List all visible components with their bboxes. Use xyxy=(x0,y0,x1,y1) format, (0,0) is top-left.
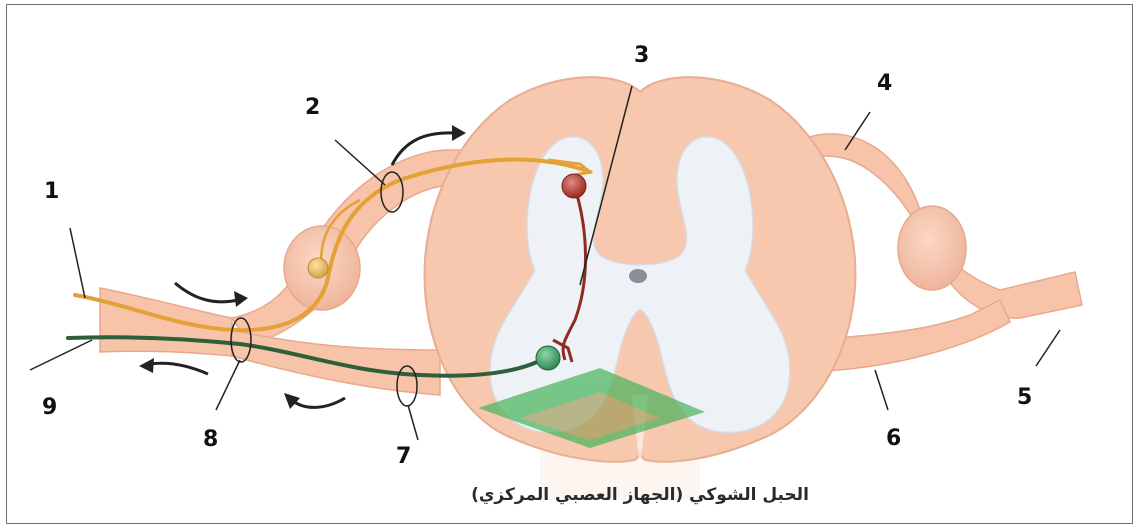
label-3: 3 xyxy=(634,43,649,68)
leader-line-9 xyxy=(30,340,92,370)
motor-cell-body xyxy=(536,346,560,370)
label-9: 9 xyxy=(42,395,57,420)
arrow-sensory-incoming xyxy=(175,283,248,307)
label-4: 4 xyxy=(877,71,892,96)
leader-line-6 xyxy=(875,370,888,410)
label-7: 7 xyxy=(396,444,411,469)
label-8: 8 xyxy=(203,427,218,452)
leader-line-1 xyxy=(70,228,85,298)
right-dorsal-root-ganglion xyxy=(898,206,966,290)
central-canal xyxy=(629,269,647,283)
arrow-motor-outgoing xyxy=(139,358,208,374)
leader-line-2 xyxy=(335,140,385,185)
figure-caption: الحبل الشوكي (الجهاز العصبي المركزي) xyxy=(471,485,809,505)
interneuron-cell-body xyxy=(562,174,586,198)
leader-line-8 xyxy=(216,360,240,410)
sensory-cell-body xyxy=(308,258,328,278)
arrow-motor-lower xyxy=(284,393,345,409)
label-1: 1 xyxy=(44,179,59,204)
label-5: 5 xyxy=(1017,385,1032,410)
label-2: 2 xyxy=(305,95,320,120)
leader-line-5 xyxy=(1036,330,1060,366)
label-6: 6 xyxy=(886,426,901,451)
left-spinal-nerve xyxy=(100,288,232,356)
leader-line-7 xyxy=(408,405,418,440)
